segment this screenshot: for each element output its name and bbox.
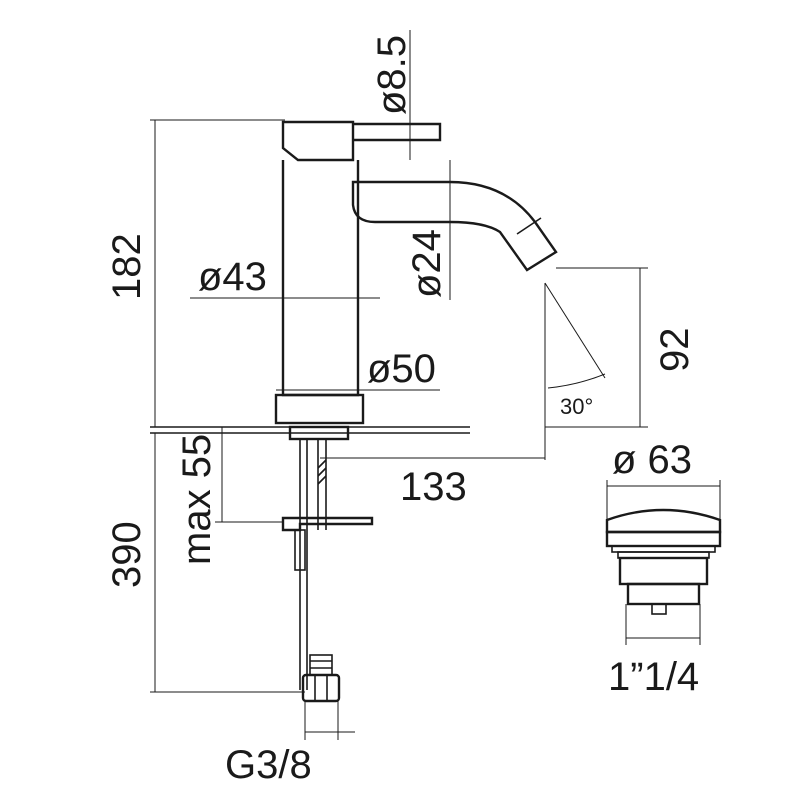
label-spout-reach: 133 — [400, 465, 467, 509]
label-top-pin-diameter: ø8.5 — [370, 35, 414, 115]
label-base-diameter: ø50 — [367, 347, 436, 391]
dimension-labels: ø8.5 182 ø43 ø24 ø50 92 30° 133 max 55 3… — [105, 35, 699, 787]
base-ring — [274, 393, 365, 425]
drain-flange — [605, 530, 722, 548]
drain-tail — [651, 603, 667, 615]
spout — [351, 180, 558, 272]
handle-cap — [281, 120, 355, 162]
label-max-thickness: max 55 — [175, 434, 219, 565]
drain-waste — [605, 480, 722, 645]
label-connection-thread: G3/8 — [225, 743, 312, 787]
label-body-diameter: ø43 — [198, 255, 267, 299]
hose-nut — [301, 673, 341, 703]
label-total-height: 182 — [105, 233, 149, 300]
fixing-plate — [281, 516, 374, 532]
fixing-stub — [294, 529, 306, 571]
hose-ferrule — [309, 654, 333, 676]
tap-body — [274, 120, 558, 425]
drain-cap — [605, 508, 722, 534]
dimension-lines — [150, 30, 648, 740]
washer — [288, 425, 350, 441]
countertop-and-mounting — [150, 425, 470, 703]
label-drain-diameter: ø 63 — [612, 438, 692, 482]
label-hose-length: 390 — [105, 521, 149, 588]
body-cylinder — [281, 160, 360, 397]
label-drain-thread: 1”1/4 — [608, 655, 699, 699]
drain-thread — [626, 582, 701, 606]
handle-lever — [353, 122, 442, 142]
drain-body — [618, 556, 709, 586]
label-spout-diameter: ø24 — [405, 229, 449, 298]
label-spout-height: 92 — [653, 328, 697, 373]
label-spout-angle: 30° — [560, 394, 593, 419]
